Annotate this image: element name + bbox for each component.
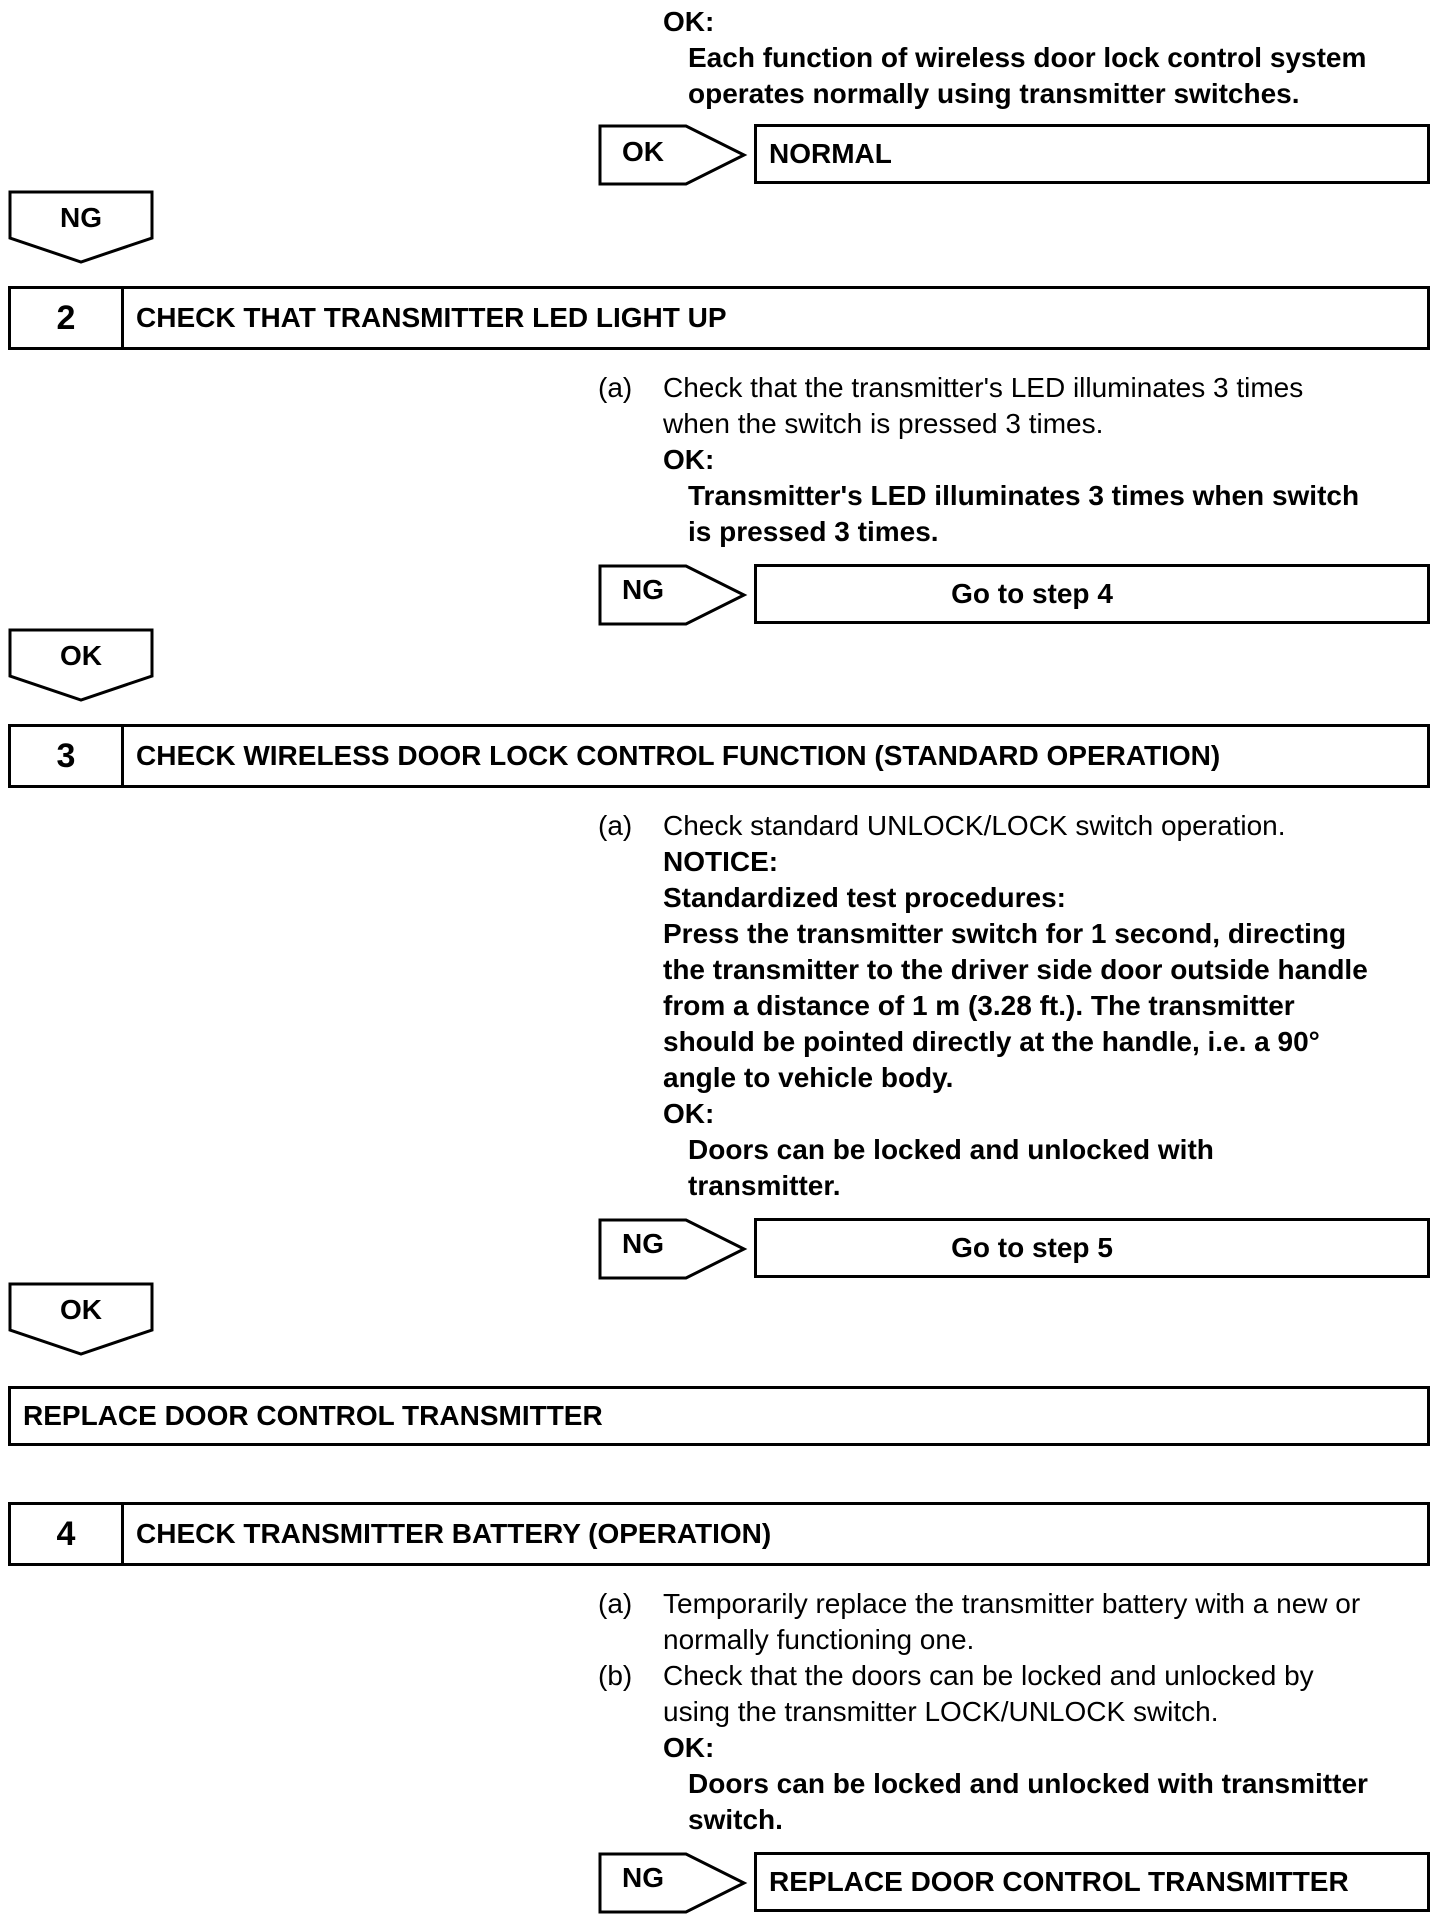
flow-down-arrow-icon (8, 628, 154, 702)
result-box-replace-transmitter: REPLACE DOOR CONTROL TRANSMITTER (754, 1852, 1430, 1912)
instruction-line: Check that the doors can be locked and u… (663, 1660, 1314, 1691)
notice-line: Press the transmitter switch for 1 secon… (663, 918, 1347, 949)
result-text: REPLACE DOOR CONTROL TRANSMITTER (769, 1866, 1349, 1897)
result-box-normal: NORMAL (754, 124, 1430, 184)
ok-criteria-line: is pressed 3 times. (688, 516, 939, 547)
ok-criteria-line: Each function of wireless door lock cont… (688, 42, 1367, 73)
step-title: CHECK TRANSMITTER BATTERY (OPERATION) (136, 1518, 772, 1549)
ng-arrow-icon (598, 1852, 748, 1914)
replace-text: REPLACE DOOR CONTROL TRANSMITTER (23, 1400, 603, 1431)
instruction-line: using the transmitter LOCK/UNLOCK switch… (663, 1696, 1219, 1727)
ok-criteria-line: operates normally using transmitter swit… (688, 78, 1300, 109)
step-4-header: 4 CHECK TRANSMITTER BATTERY (OPERATION) (8, 1502, 1430, 1566)
arrow-label: NG (622, 1862, 664, 1893)
instruction-line: when the switch is pressed 3 times. (663, 408, 1104, 439)
instruction-line: Check standard UNLOCK/LOCK switch operat… (663, 810, 1286, 841)
ng-arrow-icon (598, 564, 748, 626)
result-box-go-to-step-5: Go to step 5 (754, 1218, 1430, 1278)
notice-line: from a distance of 1 m (3.28 ft.). The t… (663, 990, 1295, 1021)
instruction-line: normally functioning one. (663, 1624, 975, 1655)
flow-label: OK (60, 640, 102, 671)
notice-line: angle to vehicle body. (663, 1062, 954, 1093)
arrow-label: NG (622, 1228, 664, 1259)
step-number: 4 (11, 1505, 124, 1563)
result-text: Go to step 4 (951, 578, 1113, 609)
step-number: 3 (11, 727, 124, 785)
result-text: NORMAL (769, 138, 892, 169)
instruction-line: Check that the transmitter's LED illumin… (663, 372, 1304, 403)
arrow-label: OK (622, 136, 664, 167)
ng-arrow-icon (598, 1218, 748, 1280)
ok-label: OK: (663, 444, 715, 475)
ok-label: OK: (663, 1098, 715, 1129)
result-text: Go to step 5 (951, 1232, 1113, 1263)
flow-down-arrow-icon (8, 190, 154, 264)
substep-marker: (a) (598, 372, 633, 403)
result-box-go-to-step-4: Go to step 4 (754, 564, 1430, 624)
notice-line: Standardized test procedures: (663, 882, 1066, 913)
notice-line: the transmitter to the driver side door … (663, 954, 1368, 985)
substep-marker: (a) (598, 1588, 633, 1619)
arrow-label: NG (622, 574, 664, 605)
step-title: CHECK WIRELESS DOOR LOCK CONTROL FUNCTIO… (136, 740, 1221, 771)
step-number: 2 (11, 289, 124, 347)
ok-criteria-line: transmitter. (688, 1170, 841, 1201)
step-title: CHECK THAT TRANSMITTER LED LIGHT UP (136, 302, 727, 333)
instruction-line: Temporarily replace the transmitter batt… (663, 1588, 1361, 1619)
ok-criteria-line: Transmitter's LED illuminates 3 times wh… (688, 480, 1360, 511)
flow-down-arrow-icon (8, 1282, 154, 1356)
ok-criteria-line: Doors can be locked and unlocked with (688, 1134, 1214, 1165)
flow-label: NG (60, 202, 102, 233)
flow-label: OK (60, 1294, 102, 1325)
notice-line: should be pointed directly at the handle… (663, 1026, 1320, 1057)
ok-criteria-line: Doors can be locked and unlocked with tr… (688, 1768, 1368, 1799)
ok-label: OK: (663, 6, 715, 37)
ok-arrow-icon (598, 124, 748, 186)
notice-label: NOTICE: (663, 846, 779, 877)
ok-label: OK: (663, 1732, 715, 1763)
substep-marker: (b) (598, 1660, 633, 1691)
ok-criteria-line: switch. (688, 1804, 783, 1835)
step-3-header: 3 CHECK WIRELESS DOOR LOCK CONTROL FUNCT… (8, 724, 1430, 788)
substep-marker: (a) (598, 810, 633, 841)
step-2-header: 2 CHECK THAT TRANSMITTER LED LIGHT UP (8, 286, 1430, 350)
replace-transmitter-box: REPLACE DOOR CONTROL TRANSMITTER (8, 1386, 1430, 1446)
